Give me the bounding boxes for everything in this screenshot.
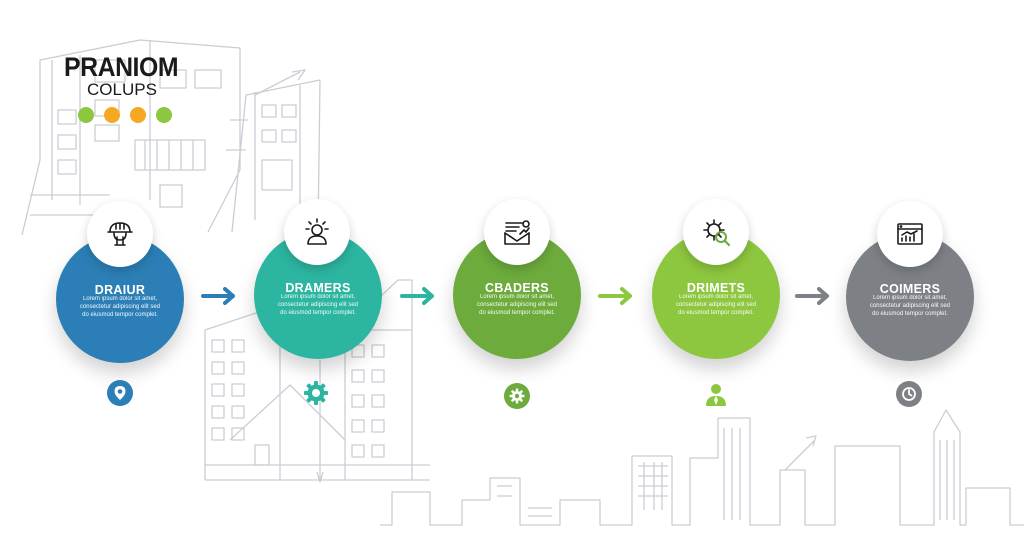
user-icon <box>706 384 726 406</box>
step-title-4: DRIMETS <box>686 281 746 295</box>
logo-dots <box>78 107 172 123</box>
logo-dot <box>78 107 94 123</box>
arrow-right-icon <box>795 287 829 305</box>
step-icon-badge-3 <box>484 199 550 265</box>
step-body-3: Lorem ipsum dolor sit amet, consectetur … <box>476 294 558 316</box>
logo-dot <box>130 107 146 123</box>
monitor-chart-icon <box>897 223 923 245</box>
step-title-2: DRAMERS <box>285 281 351 295</box>
engineer-helmet-icon <box>107 222 133 246</box>
step-title-5: COIMERS <box>879 282 941 296</box>
logo-dot <box>156 107 172 123</box>
step-icon-badge-2 <box>284 199 350 265</box>
cog-icon <box>509 388 525 404</box>
gear-search-icon <box>703 219 731 247</box>
bottom-icon-badge-2 <box>303 380 329 406</box>
envelope-chart-icon <box>504 220 530 245</box>
logo-title: PRANIOM <box>64 52 179 82</box>
step-title-1: DRAIUR <box>94 283 146 297</box>
location-pin-icon <box>114 386 126 400</box>
idea-person-icon <box>305 218 329 245</box>
arrow-right-icon <box>400 287 434 305</box>
step-icon-badge-1 <box>87 201 153 267</box>
sketch-building-left <box>21 39 241 236</box>
step-icon-badge-4 <box>683 199 749 265</box>
arrow-right-icon <box>598 287 632 305</box>
logo-dot <box>104 107 120 123</box>
sketch-building-lower <box>204 304 281 480</box>
step-title-3: CBADERS <box>485 281 549 295</box>
bottom-icon-badge-1 <box>107 380 133 406</box>
skyline <box>380 409 1024 526</box>
step-icon-badge-5 <box>877 201 943 267</box>
bottom-icon-badge-5 <box>896 381 922 407</box>
sketch-building-mid <box>231 79 321 233</box>
bottom-icon-badge-3 <box>504 383 530 409</box>
arrow-right-icon <box>201 287 235 305</box>
step-body-1: Lorem ipsum dolor sit amet, consectetur … <box>79 296 161 318</box>
step-body-4: Lorem ipsum dolor sit amet, consectetur … <box>675 294 757 316</box>
step-body-5: Lorem ipsum dolor sit amet, consectetur … <box>869 295 951 317</box>
step-body-2: Lorem ipsum dolor sit amet, consectetur … <box>277 294 359 316</box>
logo-subtitle: COLUPS <box>87 80 157 99</box>
bottom-icon-badge-4 <box>703 381 729 407</box>
clock-icon <box>902 387 916 401</box>
gear-icon <box>304 381 328 405</box>
